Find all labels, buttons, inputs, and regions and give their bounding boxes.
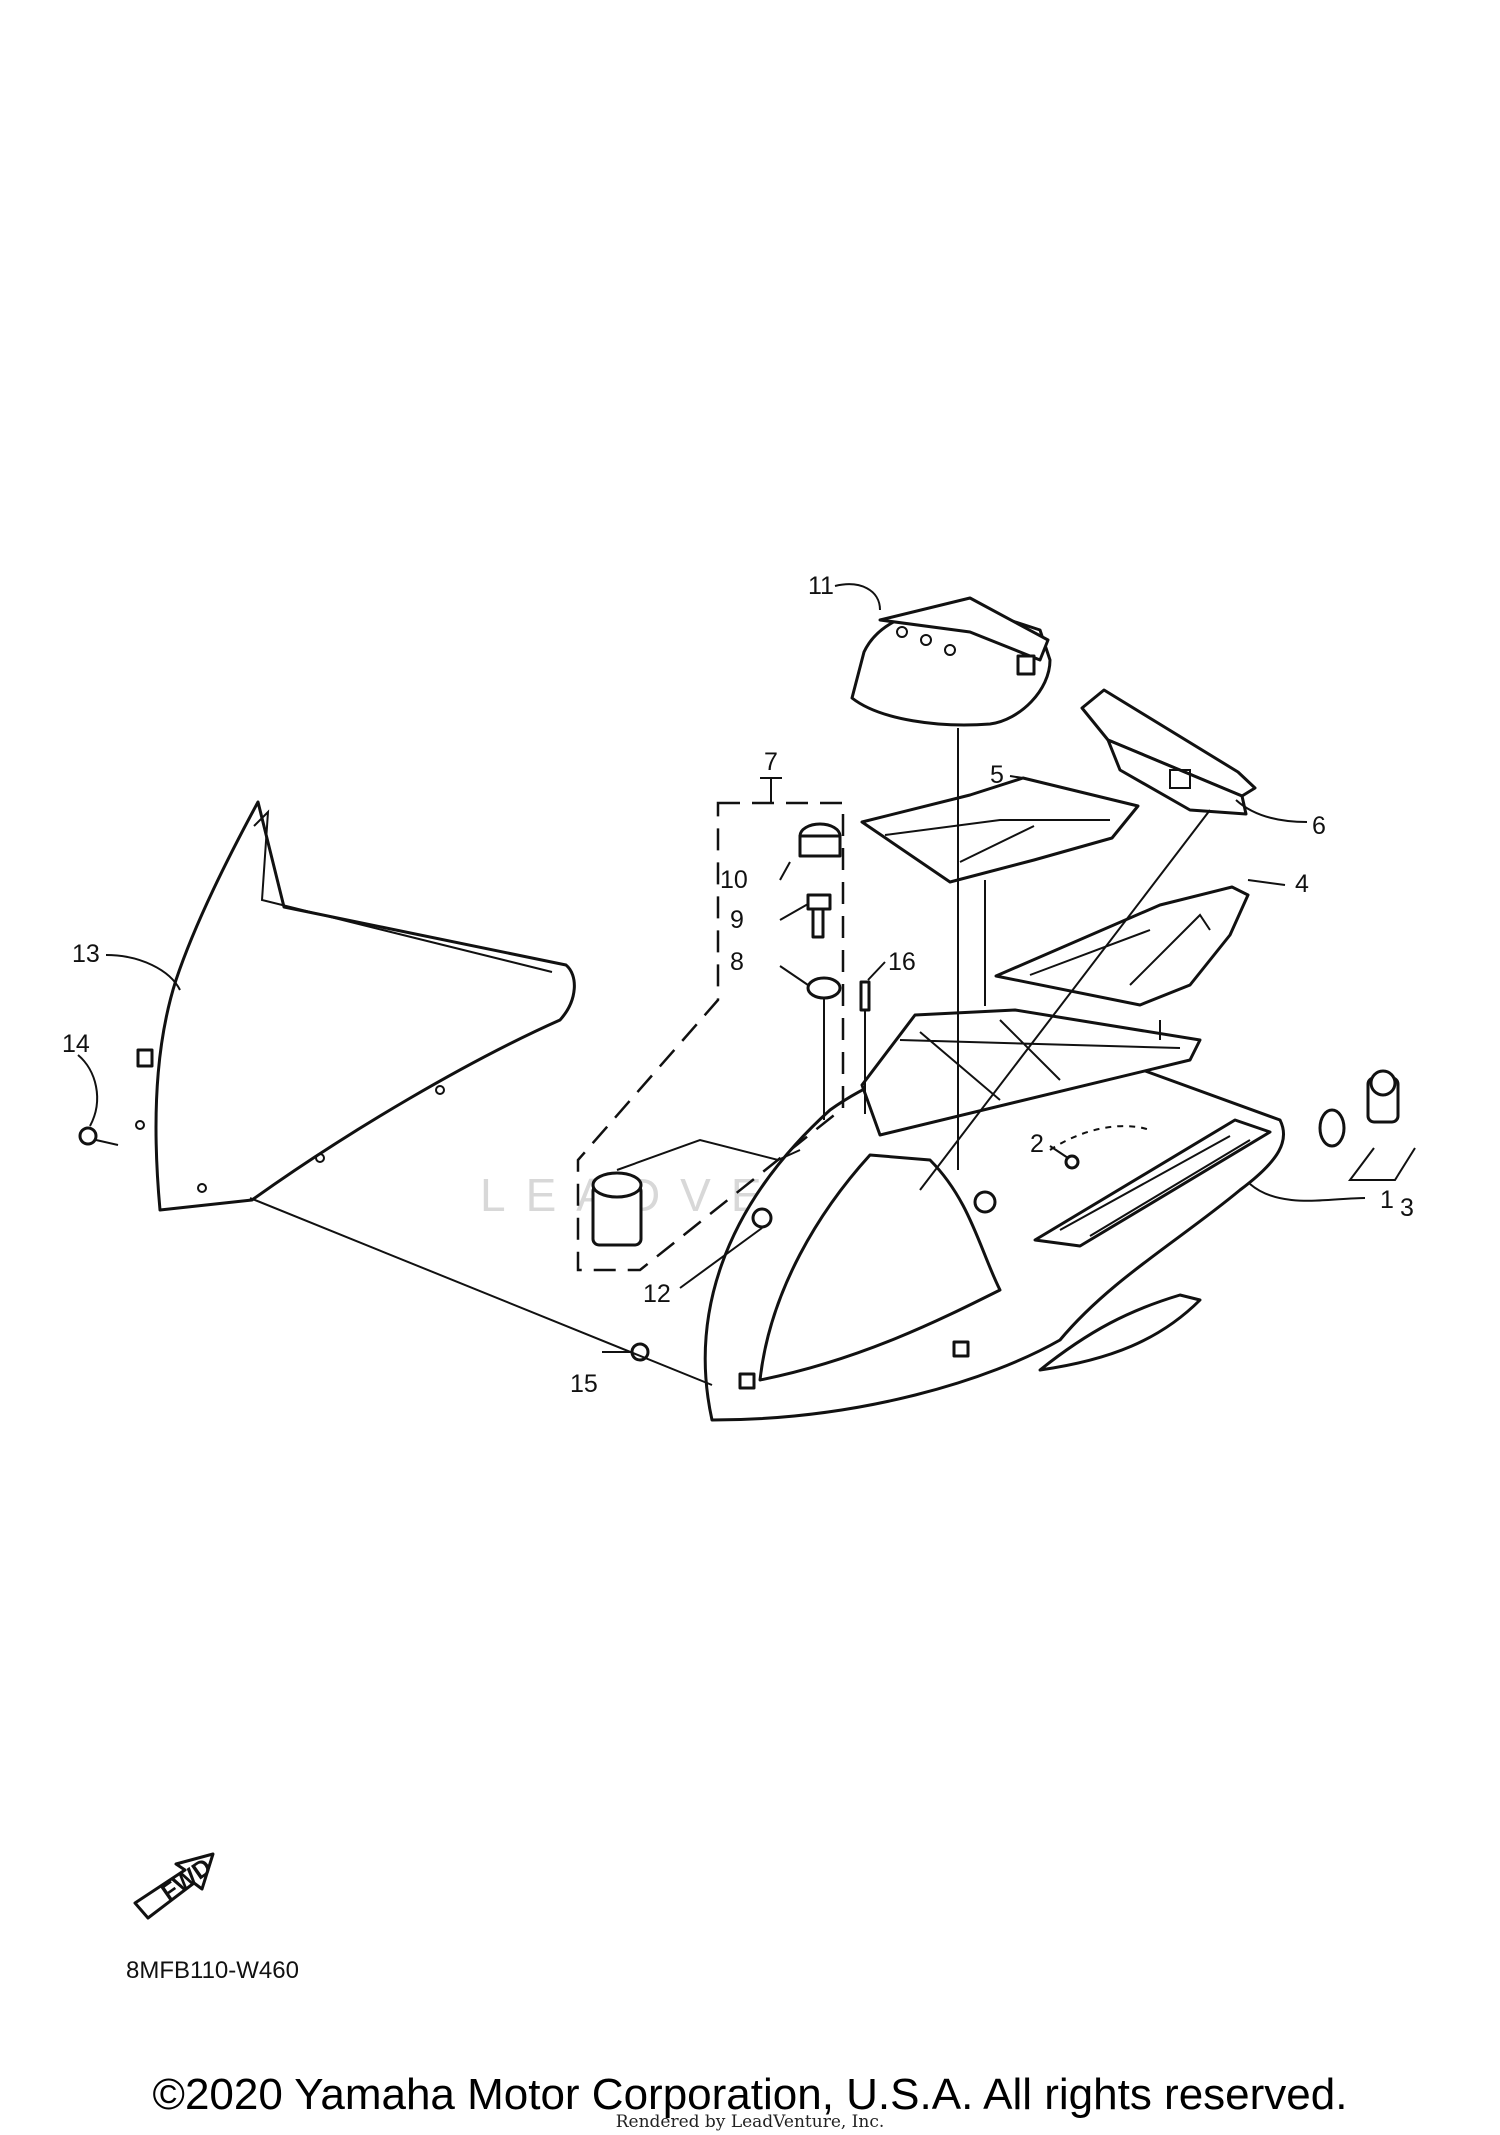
part-6-gauge[interactable]	[1080, 688, 1257, 816]
part-2-clip[interactable]	[1049, 1125, 1151, 1170]
rendered-by-credit: Rendered by LeadVenture, Inc.	[615, 2112, 885, 2132]
callout-7[interactable]: 7	[764, 748, 778, 776]
leader-lines	[77, 583, 1416, 1386]
drawing-code: 8MFB110-W460	[126, 1957, 299, 1984]
callout-16[interactable]: 16	[888, 948, 916, 976]
callout-1[interactable]: 1	[1380, 1186, 1394, 1214]
part-11-meter-cover[interactable]	[850, 596, 1052, 727]
callout-10[interactable]: 10	[720, 866, 748, 894]
part-10-cap[interactable]	[798, 822, 842, 858]
main-switch	[591, 1171, 643, 1247]
part-13-windshield[interactable]	[135, 800, 576, 1212]
part-7-switch-assembly[interactable]	[576, 777, 845, 1272]
callout-15[interactable]: 15	[570, 1370, 598, 1398]
callout-2[interactable]: 2	[1030, 1130, 1044, 1158]
part-8-ring-nut[interactable]	[806, 976, 842, 1000]
upper-grille-panel	[860, 1008, 1202, 1137]
callout-14[interactable]: 14	[62, 1030, 90, 1058]
part-5-frame[interactable]	[860, 776, 1140, 884]
callout-12[interactable]: 12	[643, 1280, 671, 1308]
copyright-notice: ©2020 Yamaha Motor Corporation, U.S.A. A…	[152, 2070, 1348, 2119]
part-12-bolt[interactable]	[751, 1207, 773, 1229]
part-9-key[interactable]	[806, 893, 832, 939]
part-16-bolt[interactable]	[859, 980, 871, 1012]
part-4-frame[interactable]	[994, 885, 1250, 1007]
part-1-cowling[interactable]	[703, 1038, 1286, 1422]
callout-5[interactable]: 5	[990, 761, 1004, 789]
callout-11[interactable]: 11	[808, 572, 834, 600]
callout-9[interactable]: 9	[730, 906, 744, 934]
part-14-grommet[interactable]	[78, 1126, 98, 1146]
fwd-arrow-icon: FWD	[133, 1852, 217, 1920]
callout-8[interactable]: 8	[730, 948, 744, 976]
part-3-cap-assembly[interactable]	[1318, 1069, 1400, 1148]
callout-3[interactable]: 3	[1400, 1194, 1414, 1222]
callout-6[interactable]: 6	[1312, 812, 1326, 840]
callout-13[interactable]: 13	[72, 940, 100, 968]
callout-4[interactable]: 4	[1295, 870, 1309, 898]
